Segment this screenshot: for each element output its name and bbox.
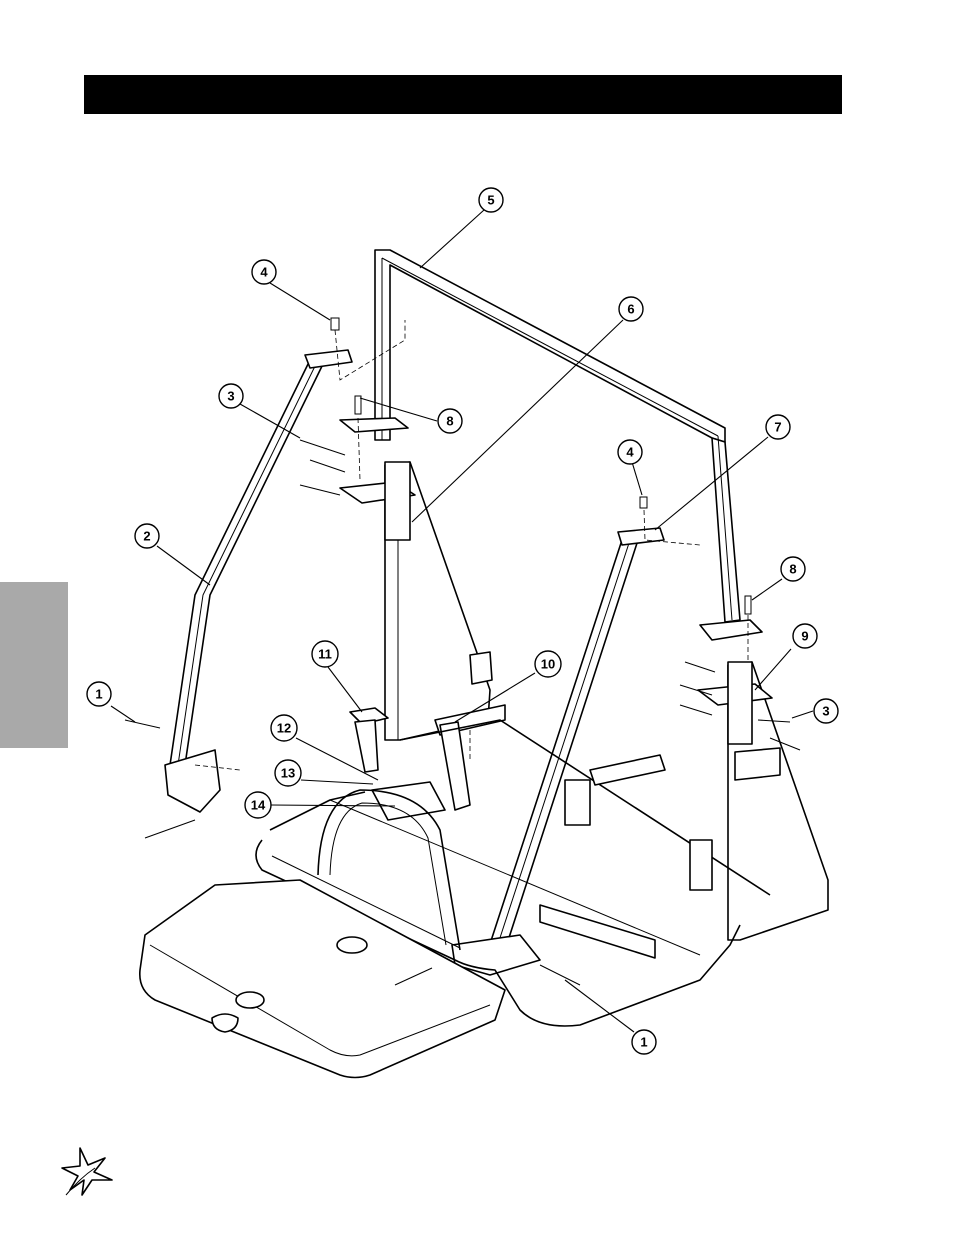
callout-4-right: 4 — [618, 440, 642, 464]
svg-text:7: 7 — [774, 420, 781, 435]
callout-14: 14 — [245, 792, 271, 818]
svg-text:4: 4 — [260, 265, 268, 280]
svg-text:14: 14 — [251, 798, 266, 813]
svg-text:12: 12 — [277, 721, 291, 736]
callout-3-right: 3 — [814, 699, 838, 723]
svg-text:1: 1 — [95, 687, 102, 702]
callout-1-left: 1 — [87, 682, 111, 706]
callout-5: 5 — [479, 188, 503, 212]
svg-text:3: 3 — [227, 389, 234, 404]
svg-text:8: 8 — [789, 562, 796, 577]
callout-11: 11 — [312, 641, 338, 667]
callout-9: 9 — [793, 624, 817, 648]
left-diagonal-post — [165, 350, 352, 812]
svg-text:11: 11 — [318, 647, 332, 662]
callout-10: 10 — [535, 651, 561, 677]
svg-text:3: 3 — [822, 704, 829, 719]
callout-7: 7 — [766, 415, 790, 439]
svg-text:1: 1 — [640, 1035, 647, 1050]
star-burst-logo — [62, 1148, 112, 1195]
callout-12: 12 — [271, 715, 297, 741]
callout-3-left: 3 — [219, 384, 243, 408]
callout-1-right: 1 — [632, 1030, 656, 1054]
callout-13: 13 — [275, 760, 301, 786]
callout-2: 2 — [135, 524, 159, 548]
svg-text:9: 9 — [801, 629, 808, 644]
svg-text:6: 6 — [627, 302, 634, 317]
callout-8-left: 8 — [438, 409, 462, 433]
svg-text:5: 5 — [487, 193, 494, 208]
callout-6: 6 — [619, 297, 643, 321]
svg-text:10: 10 — [541, 657, 555, 672]
svg-text:4: 4 — [626, 445, 634, 460]
right-diagonal-post — [452, 528, 664, 975]
svg-text:2: 2 — [143, 529, 150, 544]
svg-text:13: 13 — [281, 766, 295, 781]
svg-text:8: 8 — [446, 414, 453, 429]
callout-4-left: 4 — [252, 260, 276, 284]
right-tower — [698, 662, 828, 940]
floor-deck-plate — [140, 880, 505, 1078]
left-tower — [340, 462, 492, 740]
callout-8-right: 8 — [781, 557, 805, 581]
